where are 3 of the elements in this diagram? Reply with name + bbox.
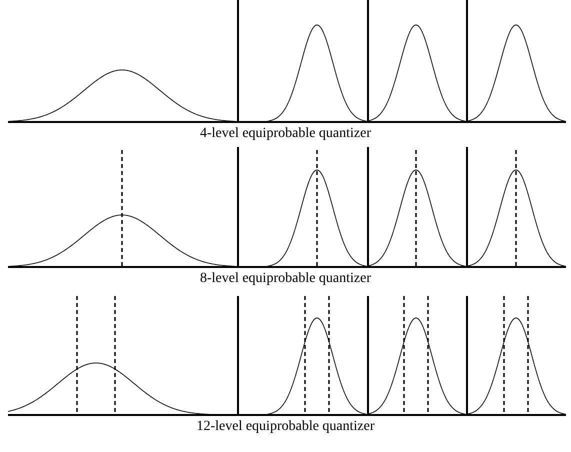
plot-caption: 12-level equiprobable quantizer — [196, 419, 375, 434]
plot-caption: 8-level equiprobable quantizer — [200, 271, 372, 286]
plot-caption: 4-level equiprobable quantizer — [200, 126, 372, 141]
